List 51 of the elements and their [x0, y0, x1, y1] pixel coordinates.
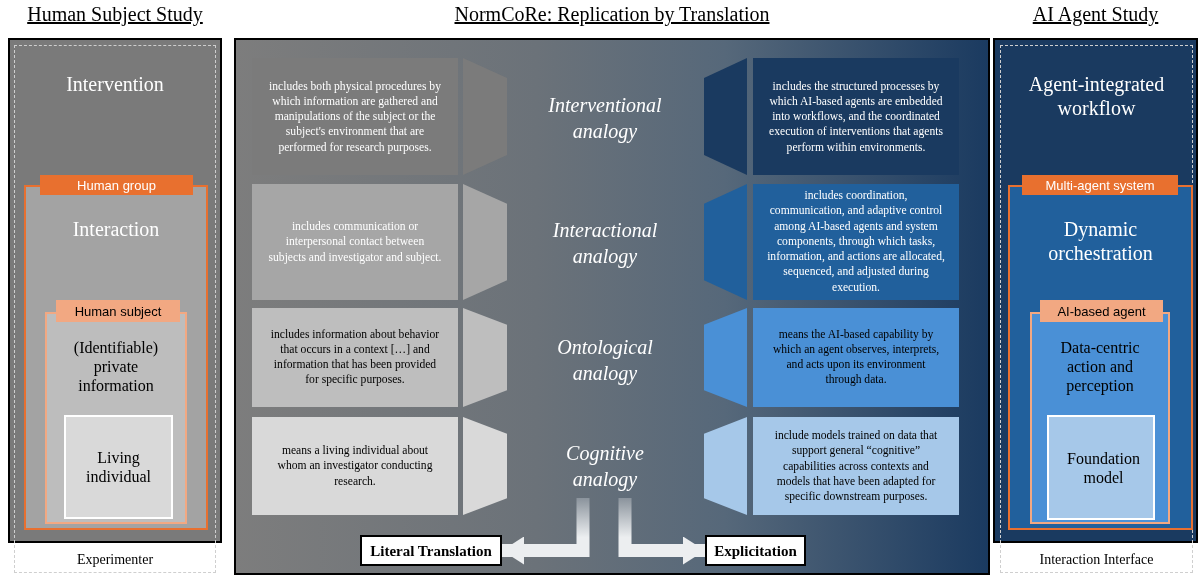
definition-text: include models trained on data that support general “cognitive” capabilities across contexts and models that have been adapted for specific downstream purposes.: [773, 427, 939, 505]
definition-text: includes information about behavior that occurs in a context […] and information that has been provided for specific purposes.: [269, 326, 441, 389]
definition-text: means the AI-based capability by which an agent observes, interprets, and acts upon its environment through data.: [771, 326, 941, 389]
trapezoid-shape: [463, 308, 507, 407]
definition-box: [252, 417, 458, 515]
trapezoid-shape: [463, 184, 507, 300]
tab-label: Human group: [40, 175, 193, 195]
definition-text: includes coordination, communication, and adaptive control among AI-based agents and system components, through which tasks, information, and actions are allocated, sequenced, and adjusted during execution.: [767, 188, 945, 296]
level-label: Agent-integrated workflow: [1027, 72, 1166, 120]
level-label: Interaction: [72, 217, 160, 241]
trapezoid-shape: [704, 417, 747, 515]
panel-title: AI Agent Study: [1032, 2, 1159, 26]
boundary-label: Experimenter: [76, 552, 154, 569]
translation-label: Literal Translation: [370, 541, 492, 560]
analogy-label: Ontological analogy: [535, 330, 675, 390]
trapezoid-shape: [463, 417, 507, 515]
analogy-label: Cognitive analogy: [535, 436, 675, 496]
tab-label: AI-based agent: [1040, 300, 1163, 322]
trapezoid-shape: [704, 184, 747, 300]
trapezoid-shape: [704, 308, 747, 407]
level-label: Dynamic orchestration: [1047, 217, 1154, 265]
arrow: [618, 498, 705, 565]
definition-text: includes both physical procedures by which information are gathered and manipulations of the subject or the subject's environment that are performed for research purposes.: [268, 78, 442, 155]
panel-title: Human Subject Study: [27, 2, 203, 26]
definition-box: [252, 184, 458, 300]
definition-box: [753, 417, 959, 515]
definition-box: [753, 58, 959, 175]
definition-box: [252, 308, 458, 407]
core-box: [64, 415, 173, 519]
analogy-label: Interactional analogy: [535, 213, 675, 273]
level-label: Intervention: [66, 72, 164, 96]
level-label: Living individual: [85, 447, 152, 487]
tab-label: Multi-agent system: [1022, 175, 1178, 195]
level-label: Data-centric action and perception: [1059, 338, 1141, 396]
translation-box: [360, 535, 502, 566]
arrow: [502, 498, 590, 565]
level-label: Foundation model: [1067, 448, 1140, 487]
core-box: [1047, 415, 1155, 520]
analogy-label: Interventional analogy: [535, 88, 675, 148]
definition-text: includes communication or interpersonal contact between subjects and investigator and subject.: [267, 219, 443, 265]
boundary-label: Interaction Interface: [1039, 552, 1154, 569]
definition-text: includes the structured processes by which AI-based agents are embedded into workflows, and the coordinated execution of interventions that agents perform within environments.: [768, 78, 944, 155]
definition-box: [753, 184, 959, 300]
panel-title: NormCoRe: Replication by Translation: [454, 2, 770, 26]
translation-box: [705, 535, 806, 566]
definition-text: means a living individual about whom an investigator conducting research.: [276, 443, 434, 489]
tab-label: Human subject: [56, 300, 180, 322]
translation-label: Explicitation: [714, 541, 797, 560]
level-label: (Identifiable) private information: [72, 338, 160, 396]
trapezoid-shape: [704, 58, 747, 175]
definition-box: [753, 308, 959, 407]
